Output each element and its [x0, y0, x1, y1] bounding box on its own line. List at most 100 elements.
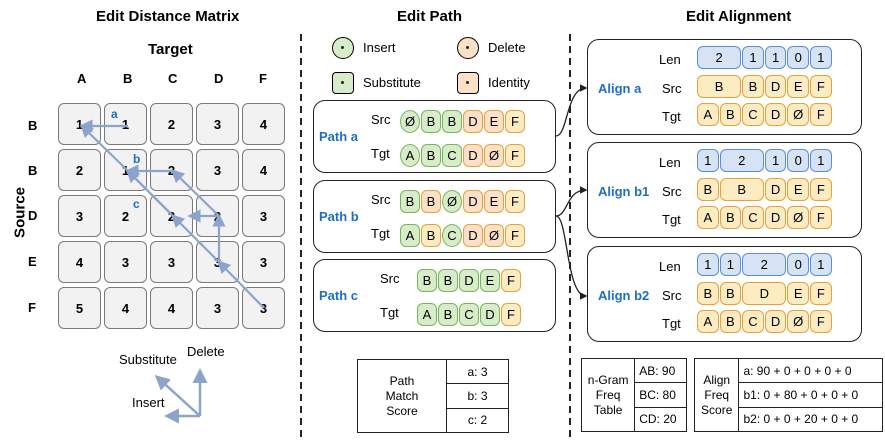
matrix-cell: 4	[242, 103, 285, 145]
match-score-c: c: 2	[446, 407, 509, 434]
path-arrow	[171, 214, 220, 263]
align-token: A	[697, 206, 719, 229]
ngram-table-label: n-Gram Freq Table	[580, 358, 636, 432]
path-token: D	[463, 144, 483, 167]
align-token: 1	[697, 253, 719, 276]
path-token: F	[505, 190, 525, 213]
align-token: A	[697, 310, 719, 333]
path-token: Ø	[442, 190, 462, 213]
ngram-row: CD: 20	[634, 406, 687, 433]
matrix-cell: 4	[150, 287, 193, 329]
tgt-label: Tgt	[662, 109, 681, 124]
align-token: B	[697, 75, 742, 98]
freq-label-line: Align	[703, 372, 731, 387]
matrix-cell: 3	[104, 241, 147, 283]
matrix-path-arrows	[79, 119, 265, 309]
len-label: Len	[659, 259, 681, 274]
align-token: C	[742, 310, 764, 333]
path-token: B	[421, 224, 441, 247]
path-token: B	[400, 190, 420, 213]
align-token: 1	[719, 253, 742, 276]
tgt-label: Tgt	[662, 316, 681, 331]
align-token: 0	[787, 46, 809, 69]
match-score-a: a: 3	[446, 358, 509, 385]
col-header: B	[123, 71, 133, 86]
matrix-cell: 4	[242, 149, 285, 191]
src-label: Src	[662, 184, 682, 199]
path-name: Path a	[319, 129, 359, 144]
matrix-cell: 3	[150, 241, 193, 283]
align-token: D	[764, 206, 787, 229]
arrow-legend	[154, 368, 208, 424]
path-token: E	[484, 110, 504, 133]
align-token: 2	[697, 46, 742, 69]
freq-label-line: Freq	[704, 387, 730, 402]
src-label: Src	[662, 81, 682, 96]
path-header: Edit Path	[397, 8, 463, 25]
path-token: D	[463, 190, 483, 213]
legend-identity: Identity	[488, 75, 530, 90]
path-token: B	[438, 269, 458, 292]
align-token: B	[719, 178, 764, 201]
matrix-cell: 4	[104, 287, 147, 329]
ngram-label-line: n-Gram	[587, 372, 629, 387]
align-token: F	[810, 178, 832, 201]
path-token: D	[480, 303, 500, 326]
matrix-cell: 1	[104, 103, 147, 145]
col-header: A	[77, 71, 87, 86]
align-token: 1	[810, 149, 832, 172]
src-label: Src	[371, 112, 391, 127]
align-token: Ø	[787, 310, 809, 333]
matrix-cell: 2	[104, 195, 147, 237]
match-table-label: Path Match Score	[356, 359, 448, 433]
path-letter-a: a	[111, 107, 118, 121]
align-name: Align b2	[598, 288, 650, 303]
align-token: 1	[742, 46, 764, 69]
path-token: B	[442, 110, 462, 133]
legend-delete: Delete	[488, 40, 526, 55]
legend-delete-label: Delete	[187, 344, 225, 359]
align-token: A	[697, 103, 719, 126]
path-token: F	[501, 269, 521, 292]
align-token: E	[787, 178, 809, 201]
align-token: D	[764, 310, 787, 333]
path-token: C	[442, 224, 462, 247]
align-token: F	[810, 282, 832, 305]
legend-insert-label: Insert	[132, 395, 165, 410]
align-token: E	[787, 75, 809, 98]
col-header: F	[259, 71, 267, 86]
path-token: E	[480, 269, 500, 292]
path-token: Ø	[484, 224, 504, 247]
matrix-cell: 3	[196, 149, 239, 191]
ngram-table: n-Gram Freq Table AB: 90 BC: 80 CD: 20	[580, 357, 687, 433]
substitute-legend-icon	[332, 72, 354, 94]
align-token: F	[810, 206, 832, 229]
legend-substitute: Substitute	[363, 75, 421, 90]
path-arrow	[217, 260, 265, 309]
align-token: B	[719, 310, 742, 333]
src-label: Src	[371, 192, 391, 207]
col-header: C	[168, 71, 178, 86]
path-token: F	[505, 110, 525, 133]
align-token: D	[764, 103, 787, 126]
align-name: Align b1	[598, 184, 650, 199]
align-token: F	[810, 103, 832, 126]
path-token: B	[438, 303, 458, 326]
matrix-cell: 3	[58, 195, 101, 237]
align-token: 2	[742, 253, 787, 276]
align-token: 1	[764, 46, 787, 69]
path-token: D	[463, 110, 483, 133]
ngram-row: AB: 90	[634, 357, 687, 384]
align-token: 2	[719, 149, 764, 172]
path-arrow	[171, 169, 220, 217]
path-token: Ø	[484, 144, 504, 167]
path-arrow	[80, 124, 129, 172]
align-token: C	[742, 103, 764, 126]
path-token: A	[400, 144, 420, 167]
path-token: B	[421, 110, 441, 133]
target-label: Target	[148, 41, 193, 58]
delete-legend-icon	[457, 37, 479, 59]
row-header: E	[28, 254, 37, 269]
